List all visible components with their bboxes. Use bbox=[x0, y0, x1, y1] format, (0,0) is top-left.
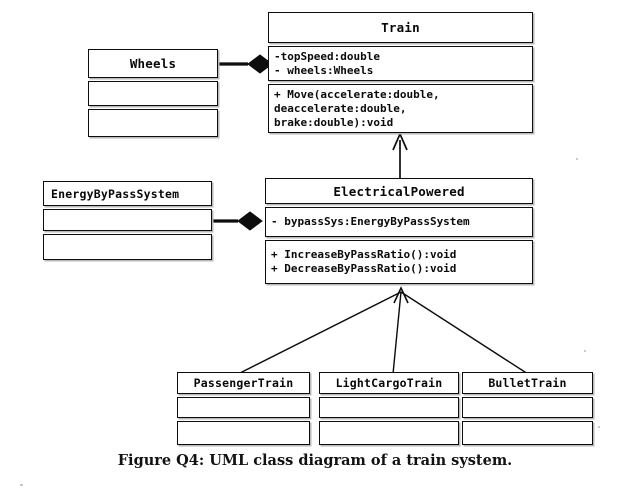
edge-electricalpowered-train-generalization bbox=[392, 131, 408, 178]
class-passengertrain-operations bbox=[177, 421, 310, 445]
class-electricalpowered[interactable]: ElectricalPowered - bypassSys:EnergyByPa… bbox=[265, 178, 533, 287]
class-bullettrain-header: BulletTrain bbox=[462, 372, 593, 394]
class-energybypasssystem-attributes bbox=[43, 209, 212, 231]
figure-caption: Figure Q4: UML class diagram of a train … bbox=[117, 452, 513, 469]
class-passengertrain-name: PassengerTrain bbox=[193, 376, 294, 390]
class-bullettrain[interactable]: BulletTrain bbox=[462, 372, 593, 448]
class-train-operations: + Move(accelerate:double, deaccelerate:d… bbox=[268, 84, 533, 133]
class-lightcargotrain-name: LightCargoTrain bbox=[335, 376, 443, 390]
operation-row: deaccelerate:double, bbox=[274, 102, 407, 115]
attribute-row: -topSpeed:double bbox=[274, 50, 380, 63]
class-passengertrain-header: PassengerTrain bbox=[177, 372, 310, 394]
class-bullettrain-operations bbox=[462, 421, 593, 445]
edge-subclasses-electricalpowered-generalization bbox=[237, 286, 529, 375]
operation-row: brake:double):void bbox=[274, 116, 394, 129]
class-wheels-operations bbox=[88, 109, 218, 137]
class-bullettrain-name: BulletTrain bbox=[488, 376, 567, 390]
edge-energybypass-electricalpowered-composition bbox=[212, 211, 263, 231]
class-electricalpowered-name: ElectricalPowered bbox=[333, 183, 465, 199]
class-passengertrain-attributes bbox=[177, 397, 310, 418]
scan-speck bbox=[584, 350, 586, 352]
class-electricalpowered-operations: + IncreaseByPassRatio():void + DecreaseB… bbox=[265, 240, 533, 284]
edge-wheels-train-composition bbox=[218, 54, 273, 74]
class-energybypasssystem[interactable]: EnergyByPassSystem bbox=[43, 181, 212, 263]
class-lightcargotrain-header: LightCargoTrain bbox=[319, 372, 459, 394]
class-train[interactable]: Train -topSpeed:double - wheels:Wheels +… bbox=[268, 12, 533, 136]
class-electricalpowered-header: ElectricalPowered bbox=[265, 178, 533, 204]
scan-speck bbox=[598, 426, 600, 428]
operation-row: + Move(accelerate:double, bbox=[274, 88, 440, 101]
class-wheels-header: Wheels bbox=[88, 49, 218, 78]
class-electricalpowered-attributes: - bypassSys:EnergyByPassSystem bbox=[265, 207, 533, 237]
attribute-row: - bypassSys:EnergyByPassSystem bbox=[271, 215, 470, 228]
operation-row: + IncreaseByPassRatio():void bbox=[271, 248, 457, 261]
operation-row: + DecreaseByPassRatio():void bbox=[271, 262, 457, 275]
class-wheels-attributes bbox=[88, 81, 218, 106]
class-wheels[interactable]: Wheels bbox=[88, 49, 218, 140]
class-lightcargotrain[interactable]: LightCargoTrain bbox=[319, 372, 459, 448]
class-train-name: Train bbox=[381, 20, 420, 35]
class-energybypasssystem-header: EnergyByPassSystem bbox=[43, 181, 212, 206]
class-wheels-name: Wheels bbox=[129, 56, 177, 71]
class-train-attributes: -topSpeed:double - wheels:Wheels bbox=[268, 46, 533, 81]
class-lightcargotrain-attributes bbox=[319, 397, 459, 418]
class-lightcargotrain-operations bbox=[319, 421, 459, 445]
class-train-header: Train bbox=[268, 12, 533, 43]
scan-speck bbox=[576, 158, 578, 160]
attribute-row: - wheels:Wheels bbox=[274, 64, 374, 77]
scan-speck bbox=[20, 484, 23, 486]
class-energybypasssystem-operations bbox=[43, 234, 212, 260]
class-bullettrain-attributes bbox=[462, 397, 593, 418]
class-energybypasssystem-name: EnergyByPassSystem bbox=[51, 186, 180, 201]
class-passengertrain[interactable]: PassengerTrain bbox=[177, 372, 310, 448]
